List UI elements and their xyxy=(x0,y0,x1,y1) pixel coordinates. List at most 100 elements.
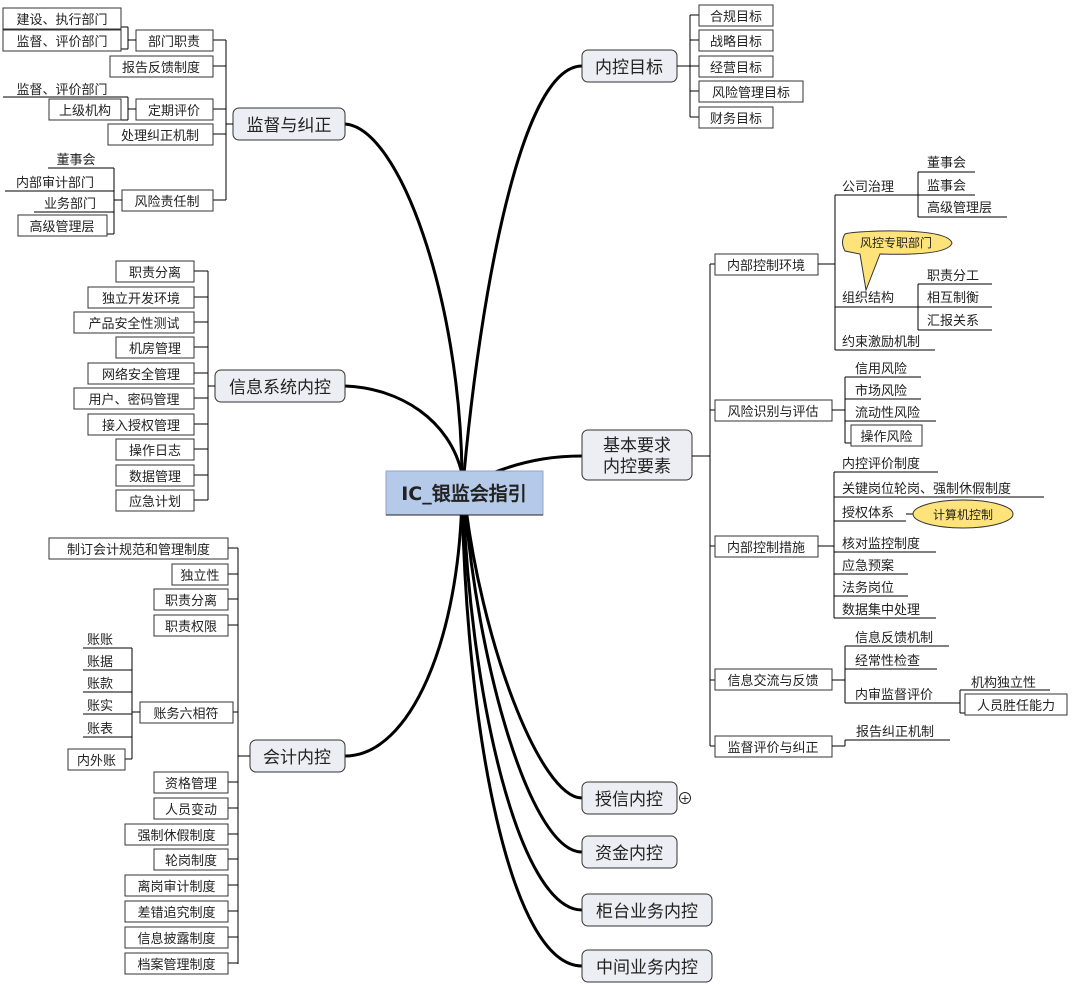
accounting-item-box[interactable] xyxy=(153,588,229,611)
supervision-label: 监督与纠正 xyxy=(247,116,332,136)
info-system-item-box[interactable] xyxy=(87,413,195,436)
correction-node[interactable] xyxy=(107,123,214,146)
six-match-item-box[interactable] xyxy=(67,748,126,771)
basic-node[interactable] xyxy=(581,429,693,481)
accounting-item-box[interactable] xyxy=(171,563,229,586)
measure-item[interactable]: 授权体系 xyxy=(842,505,894,521)
measure-item[interactable]: 应急预案 xyxy=(842,558,894,574)
info-system-item-box[interactable] xyxy=(87,362,195,385)
objectives-label: 内控目标 xyxy=(595,58,663,78)
measure-item[interactable]: 内控评价制度 xyxy=(842,456,920,472)
risk-item[interactable]: 流动性风险 xyxy=(855,406,920,421)
audit-item-box[interactable] xyxy=(964,693,1068,716)
measure-item[interactable]: 核对监控制度 xyxy=(842,536,920,552)
monitoring-label: 监督评价与纠正 xyxy=(727,741,818,756)
accounting-item-box[interactable] xyxy=(124,926,229,949)
six-match-label: 账务六相符 xyxy=(153,706,218,722)
risk-item[interactable]: 市场风险 xyxy=(855,383,907,399)
governance-item[interactable]: 董事会 xyxy=(927,156,966,171)
info-system-item-box[interactable] xyxy=(115,438,195,461)
intermediary-node[interactable] xyxy=(581,949,713,983)
accounting-item-box[interactable] xyxy=(153,797,229,820)
info-system-item: 独立开发环境 xyxy=(102,291,180,307)
objective-item: 战略目标 xyxy=(710,34,762,50)
org-node[interactable]: 组织结构 xyxy=(842,291,894,306)
branch-supervision: 监督与纠正 部门职责 建设、执行部门 监督、评价部门 报告反馈制度 定期评价 监… xyxy=(2,7,346,237)
correction-label: 处理纠正机制 xyxy=(121,129,199,144)
objective-item-box[interactable] xyxy=(698,106,774,129)
six-match-item[interactable]: 账表 xyxy=(87,722,113,737)
info-system-item: 接入授权管理 xyxy=(102,418,180,434)
governance-item[interactable]: 高级管理层 xyxy=(927,200,992,216)
governance-node[interactable]: 公司治理 xyxy=(842,180,894,195)
objective-item-box[interactable] xyxy=(698,29,774,52)
credit-label: 授信内控 xyxy=(595,790,663,810)
periodic-eval-item[interactable]: 监督、评价部门 xyxy=(16,83,107,98)
periodic-eval-item: 上级机构 xyxy=(59,104,111,119)
accounting-item-box[interactable] xyxy=(153,848,229,871)
main-branches xyxy=(344,64,583,968)
monitoring-item[interactable]: 报告纠正机制 xyxy=(856,725,934,740)
org-item[interactable]: 相互制衡 xyxy=(927,291,979,306)
treasury-node[interactable] xyxy=(581,835,678,869)
risk-item[interactable]: 信用风险 xyxy=(855,362,907,377)
six-match-item[interactable]: 账据 xyxy=(87,655,113,670)
accounting-item-box[interactable] xyxy=(48,537,229,560)
measure-item[interactable]: 数据集中处理 xyxy=(842,602,920,618)
dept-duty-item[interactable] xyxy=(2,29,122,52)
info-system-item-box[interactable] xyxy=(115,464,195,487)
branch-line-basic xyxy=(489,454,583,476)
periodic-eval-item-box[interactable] xyxy=(48,98,122,121)
dept-duty-item-label: 监督、评价部门 xyxy=(16,35,107,50)
branch-basic: 基本要求 内控要素 内部控制环境 公司治理 董事会 监事会 高级管理层 风控专职… xyxy=(581,156,1068,758)
info-system-item-box[interactable] xyxy=(73,387,195,410)
six-match-item[interactable]: 账实 xyxy=(87,699,113,714)
org-item[interactable]: 汇报关系 xyxy=(927,314,979,329)
accounting-item: 制订会计规范和管理制度 xyxy=(67,542,210,558)
info-system-item: 职责分离 xyxy=(129,265,181,281)
dept-duty-item[interactable] xyxy=(2,7,122,30)
communication-item[interactable]: 信息反馈机制 xyxy=(855,630,933,646)
root-node[interactable]: IC_银监会指引 xyxy=(385,470,544,516)
basic-label-line1: 基本要求 xyxy=(603,436,671,456)
measure-item[interactable]: 法务岗位 xyxy=(842,580,894,596)
expand-icon[interactable] xyxy=(679,792,691,804)
counter-node[interactable] xyxy=(581,893,713,927)
info-system-item-box[interactable] xyxy=(73,311,195,334)
accounting-item-box[interactable] xyxy=(124,823,229,846)
six-match-item[interactable]: 账账 xyxy=(87,633,113,648)
branch-line-intermediary xyxy=(460,491,583,968)
objective-item-box[interactable] xyxy=(698,80,804,103)
risk-resp-item-box[interactable] xyxy=(17,214,108,237)
risk-resp-item[interactable]: 董事会 xyxy=(56,153,95,168)
root-label: IC_银监会指引 xyxy=(401,482,527,505)
info-system-item: 操作日志 xyxy=(129,443,181,459)
objective-item-box[interactable] xyxy=(698,4,774,27)
info-system-item-box[interactable] xyxy=(115,489,195,512)
risk-item-box[interactable] xyxy=(850,424,923,447)
measure-item[interactable]: 关键岗位轮岗、强制休假制度 xyxy=(842,481,1011,497)
credit-node[interactable] xyxy=(581,781,678,815)
accounting-item: 职责权限 xyxy=(165,619,217,635)
org-item[interactable]: 职责分工 xyxy=(927,269,979,284)
info-system-item: 应急计划 xyxy=(129,494,181,510)
six-match-item[interactable]: 账款 xyxy=(87,677,113,692)
audit-item[interactable]: 机构独立性 xyxy=(971,676,1036,691)
risk-resp-item[interactable]: 业务部门 xyxy=(44,196,96,212)
accounting-item-box[interactable] xyxy=(124,952,229,975)
report-feedback-node[interactable] xyxy=(109,55,214,78)
accounting-item-box[interactable] xyxy=(124,874,229,897)
info-system-item-box[interactable] xyxy=(115,336,195,359)
objective-item-box[interactable] xyxy=(698,55,774,78)
risk-resp-item[interactable]: 内部审计部门 xyxy=(16,175,94,191)
accounting-item-box[interactable] xyxy=(124,900,229,923)
accounting-item-box[interactable] xyxy=(153,771,229,794)
incentive-node[interactable]: 约束激励机制 xyxy=(842,335,920,350)
info-system-item-box[interactable] xyxy=(115,260,195,283)
governance-item[interactable]: 监事会 xyxy=(927,179,966,194)
info-system-item-box[interactable] xyxy=(87,286,195,309)
communication-item[interactable]: 经常性检查 xyxy=(855,654,920,669)
accounting-item-box[interactable] xyxy=(153,614,229,637)
communication-item[interactable]: 内审监督评价 xyxy=(855,687,933,703)
